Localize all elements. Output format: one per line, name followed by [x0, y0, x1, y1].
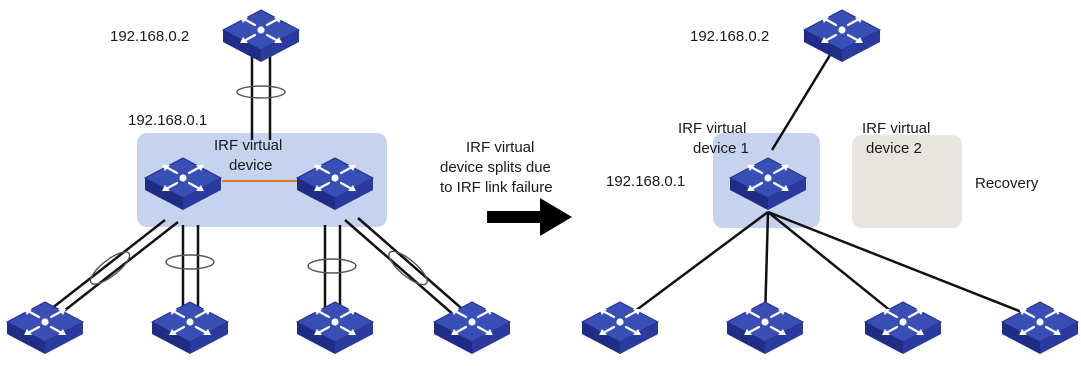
irf-device-1-label-line1: IRF virtual [678, 120, 746, 137]
switch-access-3 [295, 300, 375, 356]
split-transition: IRF virtual device splits due to IRF lin… [440, 139, 572, 236]
link-aggregation-ring-top [236, 85, 286, 99]
switch-access-4 [432, 300, 512, 356]
switch-top-left [221, 8, 301, 64]
downlink-aggregated-links [41, 217, 469, 319]
irf-virtual-device-2-box [852, 135, 962, 228]
irf-device-1-label-line2: device 1 [693, 140, 749, 157]
right-diagram: 192.168.0.2 IRF virtual device 1 192.168… [580, 8, 1080, 356]
switch-access-2 [150, 300, 230, 356]
irf-ip-label: 192.168.0.1 [128, 112, 207, 129]
split-caption-line2: device splits due [440, 159, 551, 176]
switch-access-r3 [863, 300, 943, 356]
switch-top-right [802, 8, 882, 64]
switch-access-r2 [725, 300, 805, 356]
right-arrow-icon [487, 198, 572, 236]
recovery-label: Recovery [975, 175, 1039, 192]
split-caption-line1: IRF virtual [466, 139, 534, 156]
irf-device-label-line2: device [229, 157, 272, 174]
split-caption-line3: to IRF link failure [440, 179, 553, 196]
switch-access-1 [5, 300, 85, 356]
left-diagram: 192.168.0.2 192.168.0.1 IRF virtual devi… [5, 8, 512, 356]
irf-device-1-ip-label: 192.168.0.1 [606, 173, 685, 190]
irf-device-2-label-line1: IRF virtual [862, 120, 930, 137]
switch-access-r1 [580, 300, 660, 356]
right-top-switch-ip-label: 192.168.0.2 [690, 28, 769, 45]
top-switch-ip-label: 192.168.0.2 [110, 28, 189, 45]
uplink-aggregated-links [250, 48, 272, 140]
link-aggregation-rings [89, 250, 428, 286]
irf-device-2-label-line2: device 2 [866, 140, 922, 157]
irf-device-label-line1: IRF virtual [214, 137, 282, 154]
